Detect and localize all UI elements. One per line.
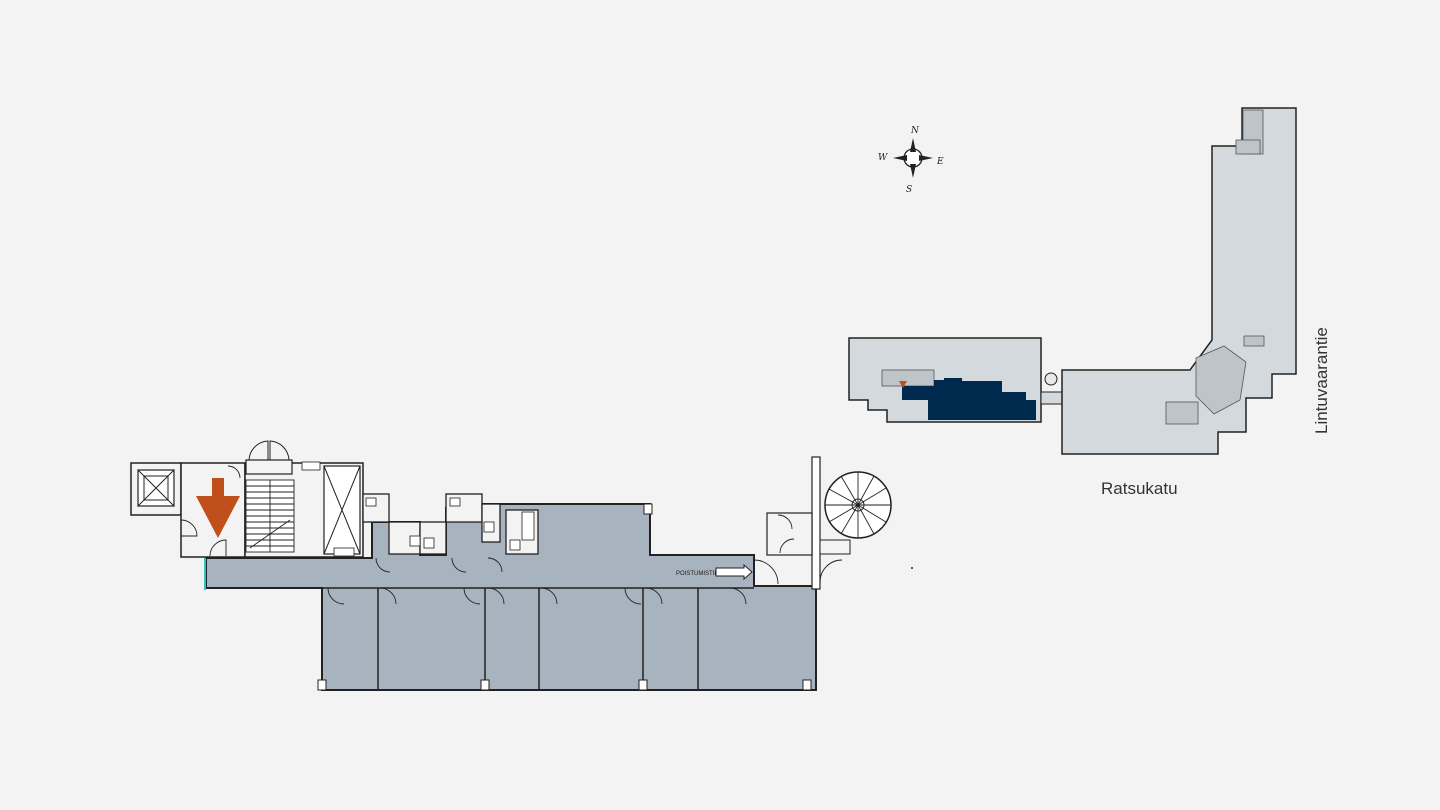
site-core-south xyxy=(1165,401,1199,425)
site-core-north-b xyxy=(1235,139,1261,155)
right-arrow-icon xyxy=(715,563,753,581)
street-label-lintuvaarantie: Lintuvaarantie xyxy=(1312,327,1331,434)
east-stair-wall xyxy=(811,456,821,590)
east-vestibule xyxy=(766,512,813,556)
site-overview-map xyxy=(848,107,1297,455)
stairs-icon xyxy=(245,479,295,553)
site-connector xyxy=(1040,391,1064,405)
highlighted-premises xyxy=(902,378,1036,420)
compass-rose-icon: N E S W xyxy=(878,126,944,195)
site-core-west xyxy=(881,369,935,387)
site-spiral-marker xyxy=(1044,372,1058,386)
street-label-ratsukatu: Ratsukatu xyxy=(1101,479,1178,498)
top-entrance xyxy=(245,459,293,475)
double-door-icon xyxy=(248,440,290,461)
map-dot xyxy=(911,567,913,569)
compass-north-label: N xyxy=(910,126,920,136)
compass-east-label: E xyxy=(936,157,944,167)
site-entrance-marker-icon xyxy=(899,381,907,388)
compass-west-label: W xyxy=(878,153,888,163)
exit-sign: POISTUMISTIE xyxy=(676,571,718,577)
site-core-center xyxy=(1195,345,1247,415)
spiral-staircase-icon xyxy=(819,471,892,555)
detailed-floor-plan: POISTUMISTIE xyxy=(130,440,892,691)
compass-south-label: S xyxy=(906,185,912,195)
site-core-east xyxy=(1243,335,1265,347)
down-arrow-icon xyxy=(196,478,240,538)
